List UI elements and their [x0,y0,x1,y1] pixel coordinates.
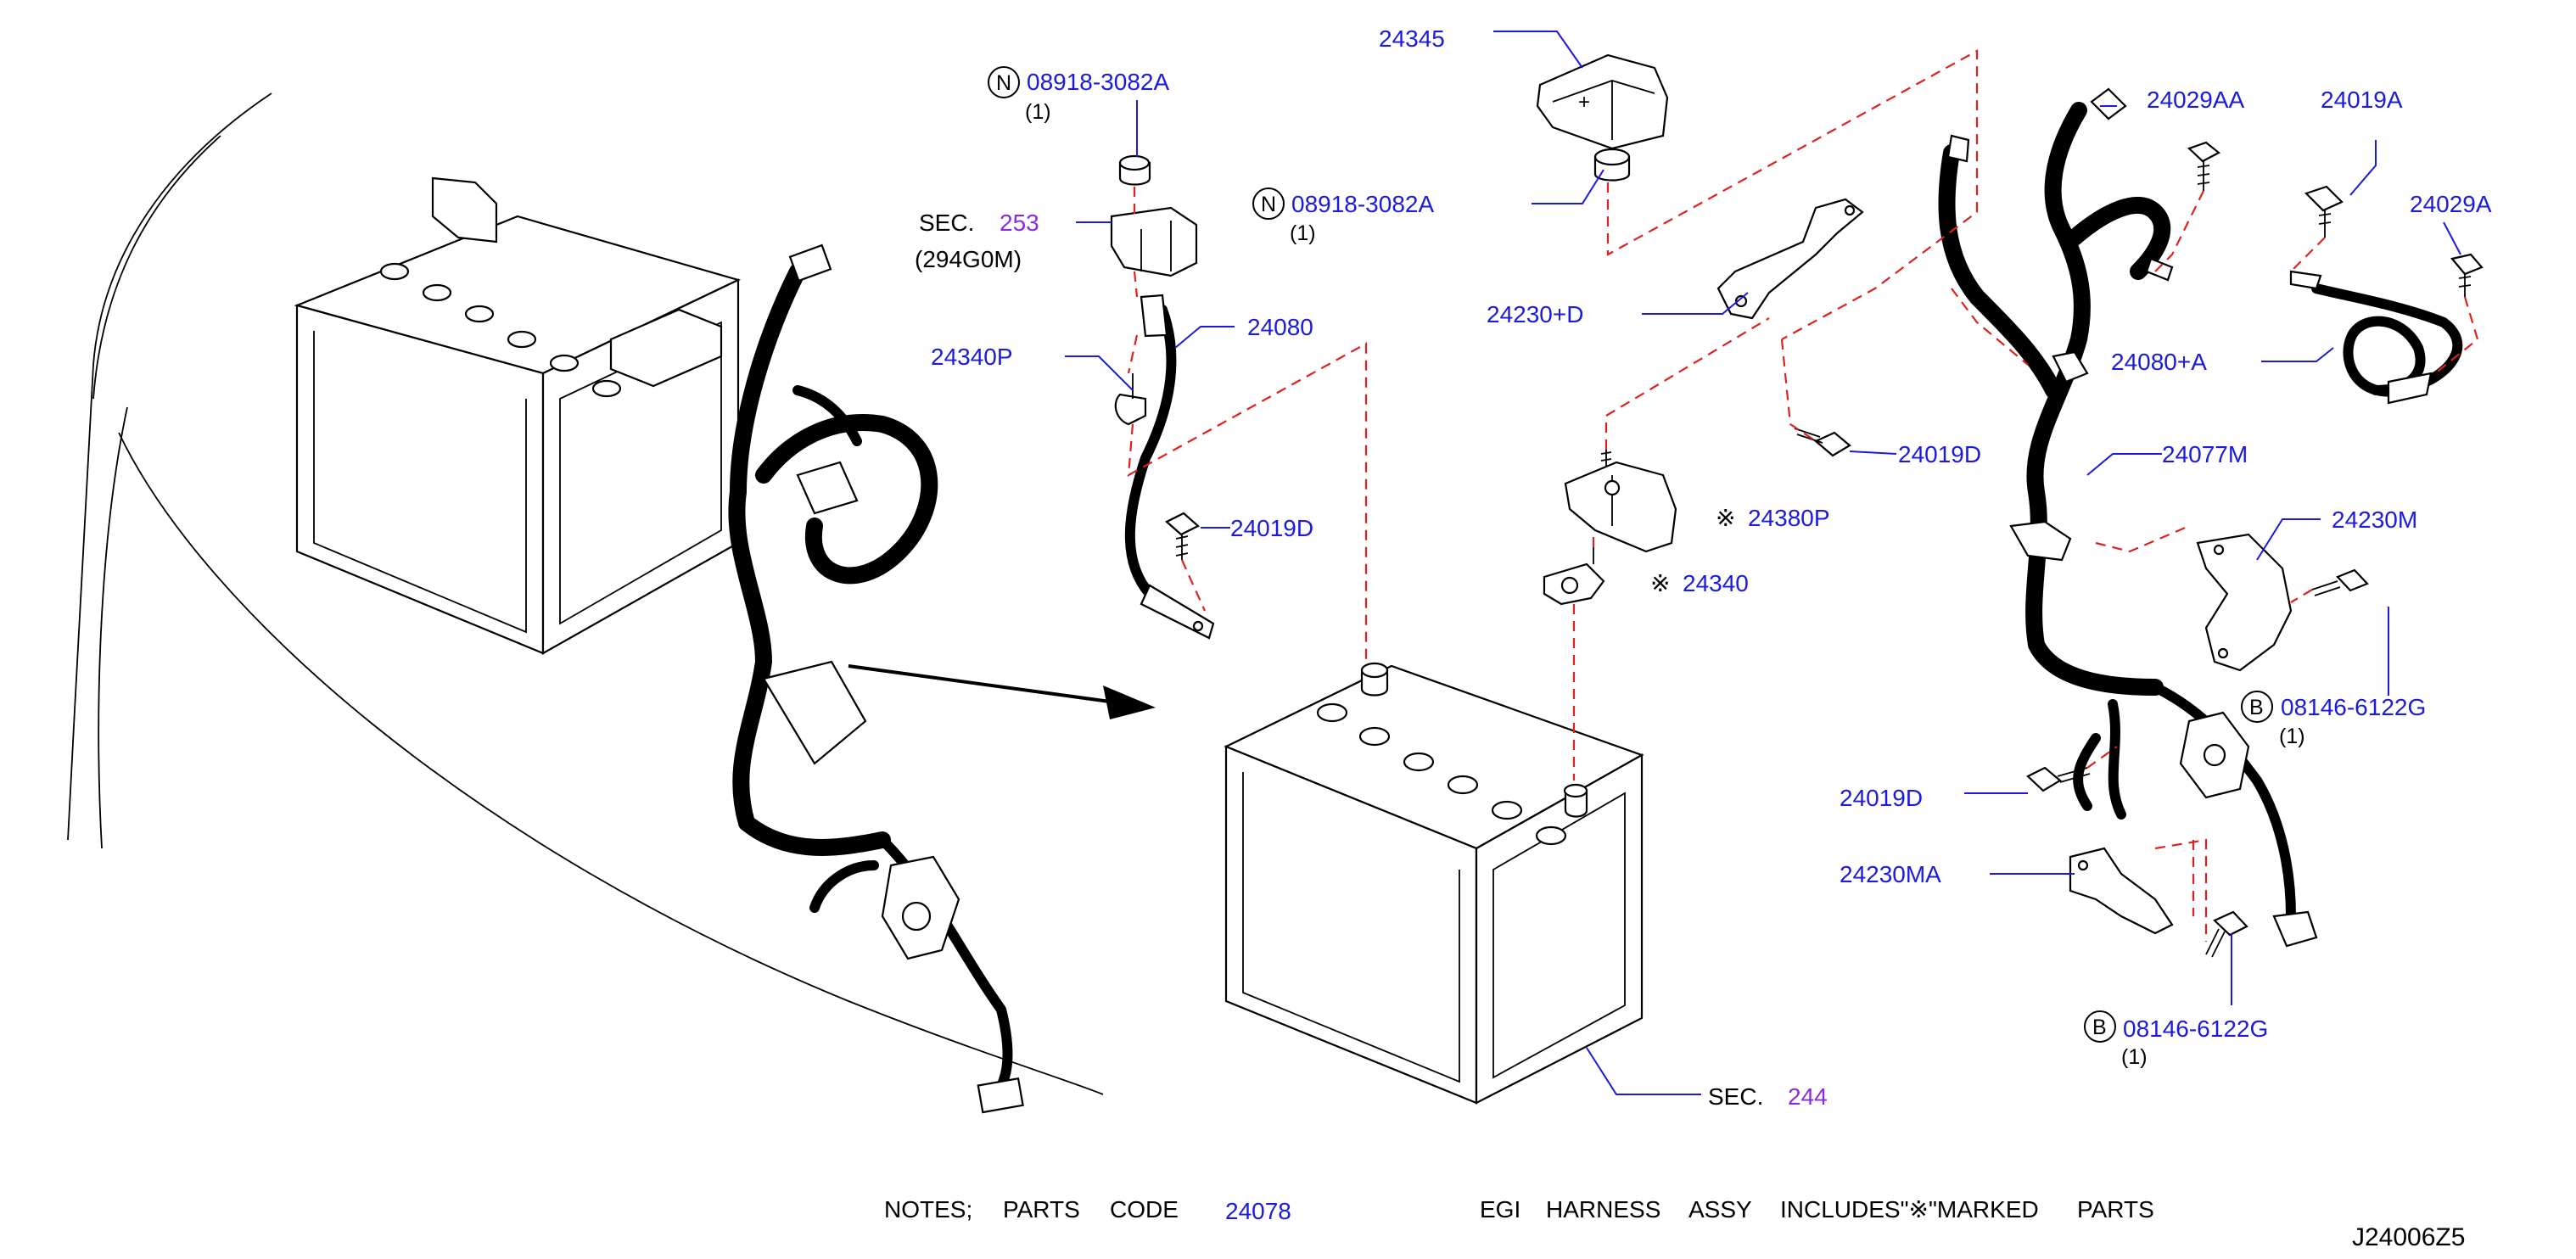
symbol-b-right-letter: B [2249,696,2264,719]
harness-overview [728,243,1024,1114]
symbol-b-bottom-letter: B [2092,1016,2107,1039]
symbol-n-top-letter: N [996,71,1011,95]
notes-row: NOTES; PARTS CODE 24078 EGI HARNESS ASSY… [884,1196,2154,1224]
symbol-n-mid [1252,187,1285,220]
label-24230D[interactable]: 24230+D [1487,301,1583,327]
blue-leaders [1065,31,2461,1095]
symbol-b-right [2241,691,2273,723]
qty-08918-mid: (1) [1290,221,1316,245]
label-24340P[interactable]: 24340P [931,344,1013,370]
label-08146-bottom[interactable]: 08146-6122G [2123,1016,2268,1042]
ref-mark-24380P: ※ [1716,505,1735,531]
notes-parts: PARTS [1003,1196,1080,1223]
label-24019D-c[interactable]: 24019D [1840,785,1923,811]
qty-08146-bottom: (1) [2121,1045,2148,1069]
notes-includes: INCLUDES"※"MARKED [1780,1196,2039,1223]
label-24345[interactable]: 24345 [1379,25,1445,52]
notes-code: CODE [1110,1196,1179,1223]
diagram-id: J24006Z5 [2352,1223,2465,1251]
nut-08918-top [1118,154,1151,186]
label-08146-right[interactable]: 08146-6122G [2281,694,2426,720]
label-08918-top[interactable]: 08918-3082A [1027,69,1169,95]
ref-mark-24340: ※ [1650,570,1670,596]
notes-egi: EGI [1480,1196,1520,1223]
label-24029AA[interactable]: 24029AA [2147,87,2245,113]
notes-harness: HARNESS [1546,1196,1660,1223]
label-24077M[interactable]: 24077M [2162,441,2248,467]
notes-prefix: NOTES; [884,1196,972,1223]
part-labels: 24345 N 08918-3082A (1) N 08918-3082A (1… [915,25,2492,1110]
label-24080A[interactable]: 24080+A [2111,349,2207,375]
terminal-24340 [1543,547,1605,606]
cable-24080A [2289,270,2463,405]
terminal-cover-24345: + [1536,53,1669,182]
fuse-block-sec253 [1110,206,1198,277]
symbol-b-bottom [2084,1010,2116,1043]
bracket-24230M [2196,533,2293,672]
direction-arrow [848,664,1156,719]
label-24340[interactable]: 24340 [1683,570,1749,596]
qty-08146-right: (1) [2279,725,2305,748]
cable-24080 [1114,294,1215,640]
bolt-24019D-center [1165,512,1200,560]
battery-overview [294,176,742,655]
bolt-08146-bottom [2205,910,2248,958]
label-24019A[interactable]: 24019A [2321,87,2403,113]
notes-code-value[interactable]: 24078 [1225,1198,1291,1224]
label-24019D-a[interactable]: 24019D [1230,515,1313,541]
label-sec-253[interactable]: 253 [1000,210,1039,236]
svg-text:+: + [1578,91,1590,114]
label-24029A[interactable]: 24029A [2410,191,2492,217]
vehicle-body-outline [67,92,1104,1095]
notes-parts-end: PARTS [2077,1196,2154,1223]
fusible-link-24380P [1564,450,1677,553]
label-24230M[interactable]: 24230M [2332,506,2417,533]
label-24080[interactable]: 24080 [1247,314,1313,340]
battery-main [1224,662,1644,1105]
label-08918-mid[interactable]: 08918-3082A [1291,191,1434,217]
bolt-24019D-mid [1794,428,1851,457]
symbol-n-mid-letter: N [1261,193,1276,216]
harness-24077M [1938,87,2318,948]
bolt-08146-right [2311,568,2369,596]
qty-08918-top: (1) [1025,100,1051,124]
symbol-n-top [988,66,1020,98]
dashed-leaders [1127,49,2479,942]
label-sec-244[interactable]: 244 [1788,1083,1828,1110]
bracket-24230MA [2069,847,2174,935]
label-sec-253-prefix: SEC. [919,210,974,236]
notes-assy: ASSY [1688,1196,1752,1223]
bolt-24019D-right [2026,766,2091,792]
label-24019D-b[interactable]: 24019D [1898,441,1981,467]
label-24230MA[interactable]: 24230MA [1840,861,1941,887]
label-sec-244-prefix: SEC. [1708,1083,1763,1110]
label-24380P[interactable]: 24380P [1748,505,1830,531]
bolts-right [2187,141,2484,297]
label-sec-253-sub: (294G0M) [915,246,1022,272]
